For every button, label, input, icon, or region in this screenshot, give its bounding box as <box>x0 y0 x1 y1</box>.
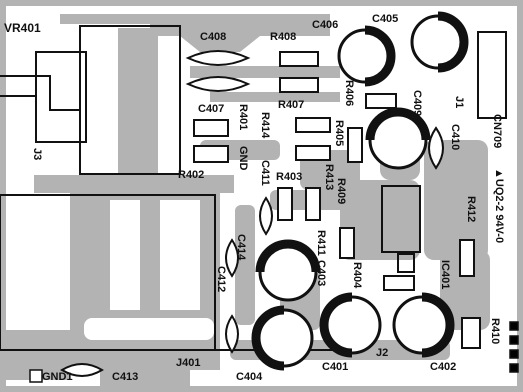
capacitor-c401-footprint <box>319 292 382 358</box>
label-r411: R411 <box>315 230 327 256</box>
ceramic-capacitors <box>60 50 444 377</box>
capacitor-c409-footprint <box>365 107 431 170</box>
capacitor-c402-footprint <box>392 292 455 358</box>
capacitor-c413-footprint <box>60 363 104 377</box>
label-r406: R406 <box>343 80 355 106</box>
capacitor-c408b-footprint <box>185 76 251 92</box>
label-c402: C402 <box>430 361 456 373</box>
capacitor-c411-footprint <box>259 196 273 236</box>
label-gnd: GND <box>237 146 249 171</box>
label-c401: C401 <box>322 361 348 373</box>
label-r405: R405 <box>333 120 345 146</box>
resistor-r401-footprint <box>193 119 229 137</box>
capacitor-c406-footprint <box>337 25 396 87</box>
label-c404: C404 <box>236 371 263 383</box>
solder-pads <box>29 321 519 383</box>
resistors <box>193 51 481 349</box>
resistor-r410-footprint <box>461 317 481 349</box>
label-c408: C408 <box>200 31 226 43</box>
label-j401: J401 <box>176 357 200 369</box>
capacitor-c410-footprint <box>428 126 444 170</box>
label-r401: R401 <box>237 104 249 130</box>
label-r410: R410 <box>489 318 501 344</box>
label-board-id: ▲UQ2-2 94V-0 <box>493 168 505 243</box>
label-r414: R414 <box>259 112 271 139</box>
resistor-r414-footprint <box>295 117 331 133</box>
label-c407: C407 <box>198 103 224 115</box>
label-c405: C405 <box>372 13 398 25</box>
label-r403: R403 <box>276 171 302 183</box>
label-vr401: VR401 <box>4 21 41 35</box>
resistor-r413-footprint <box>305 187 321 221</box>
label-r412: R412 <box>465 196 477 222</box>
resistor-r406-footprint <box>347 127 363 163</box>
label-c410: C410 <box>449 124 461 150</box>
label-r413: R413 <box>323 164 335 190</box>
resistor-r407-footprint <box>279 77 319 93</box>
label-r408: R408 <box>270 31 296 43</box>
label-c403: C403 <box>315 260 327 286</box>
resistor-r402-footprint <box>193 145 229 163</box>
resistor-r411-footprint <box>339 227 355 259</box>
resistor-r408-footprint <box>279 51 319 67</box>
capacitor-c404-footprint <box>251 305 314 371</box>
resistor-r412-footprint <box>459 239 475 277</box>
label-ic401: IC401 <box>439 260 451 289</box>
capacitor-c403-footprint <box>255 239 321 302</box>
label-j1: J1 <box>453 96 465 108</box>
label-r407: R407 <box>278 99 304 111</box>
resistor-r404-footprint <box>383 275 415 291</box>
resistor-r405-footprint <box>295 145 331 161</box>
label-c409: C409 <box>411 90 423 116</box>
label-c406: C406 <box>312 19 338 31</box>
label-c413: C413 <box>112 371 138 383</box>
label-c411: C411 <box>259 160 271 186</box>
silkscreen-labels: VR401 C408 R408 C406 C405 J1 CN709 C407 … <box>4 13 505 383</box>
label-c412: C412 <box>215 266 227 292</box>
label-r409: R409 <box>335 178 347 204</box>
label-cn709: CN709 <box>491 114 503 148</box>
label-j2: J2 <box>376 347 388 359</box>
label-j3: J3 <box>31 148 43 160</box>
label-r402: R402 <box>178 169 204 181</box>
capacitor-c405-footprint <box>410 11 469 73</box>
resistor-r403-footprint <box>277 187 293 221</box>
board-outlines <box>0 25 507 351</box>
label-c414: C414 <box>235 234 247 261</box>
label-gnd1: GND1 <box>42 371 73 383</box>
label-r404: R404 <box>351 262 363 289</box>
resistor-r409-footprint <box>365 93 397 109</box>
capacitor-c408-footprint <box>185 50 251 66</box>
capacitor-c414-footprint <box>225 238 239 278</box>
electrolytic-capacitors <box>251 11 469 371</box>
capacitor-c412-footprint <box>225 314 239 354</box>
